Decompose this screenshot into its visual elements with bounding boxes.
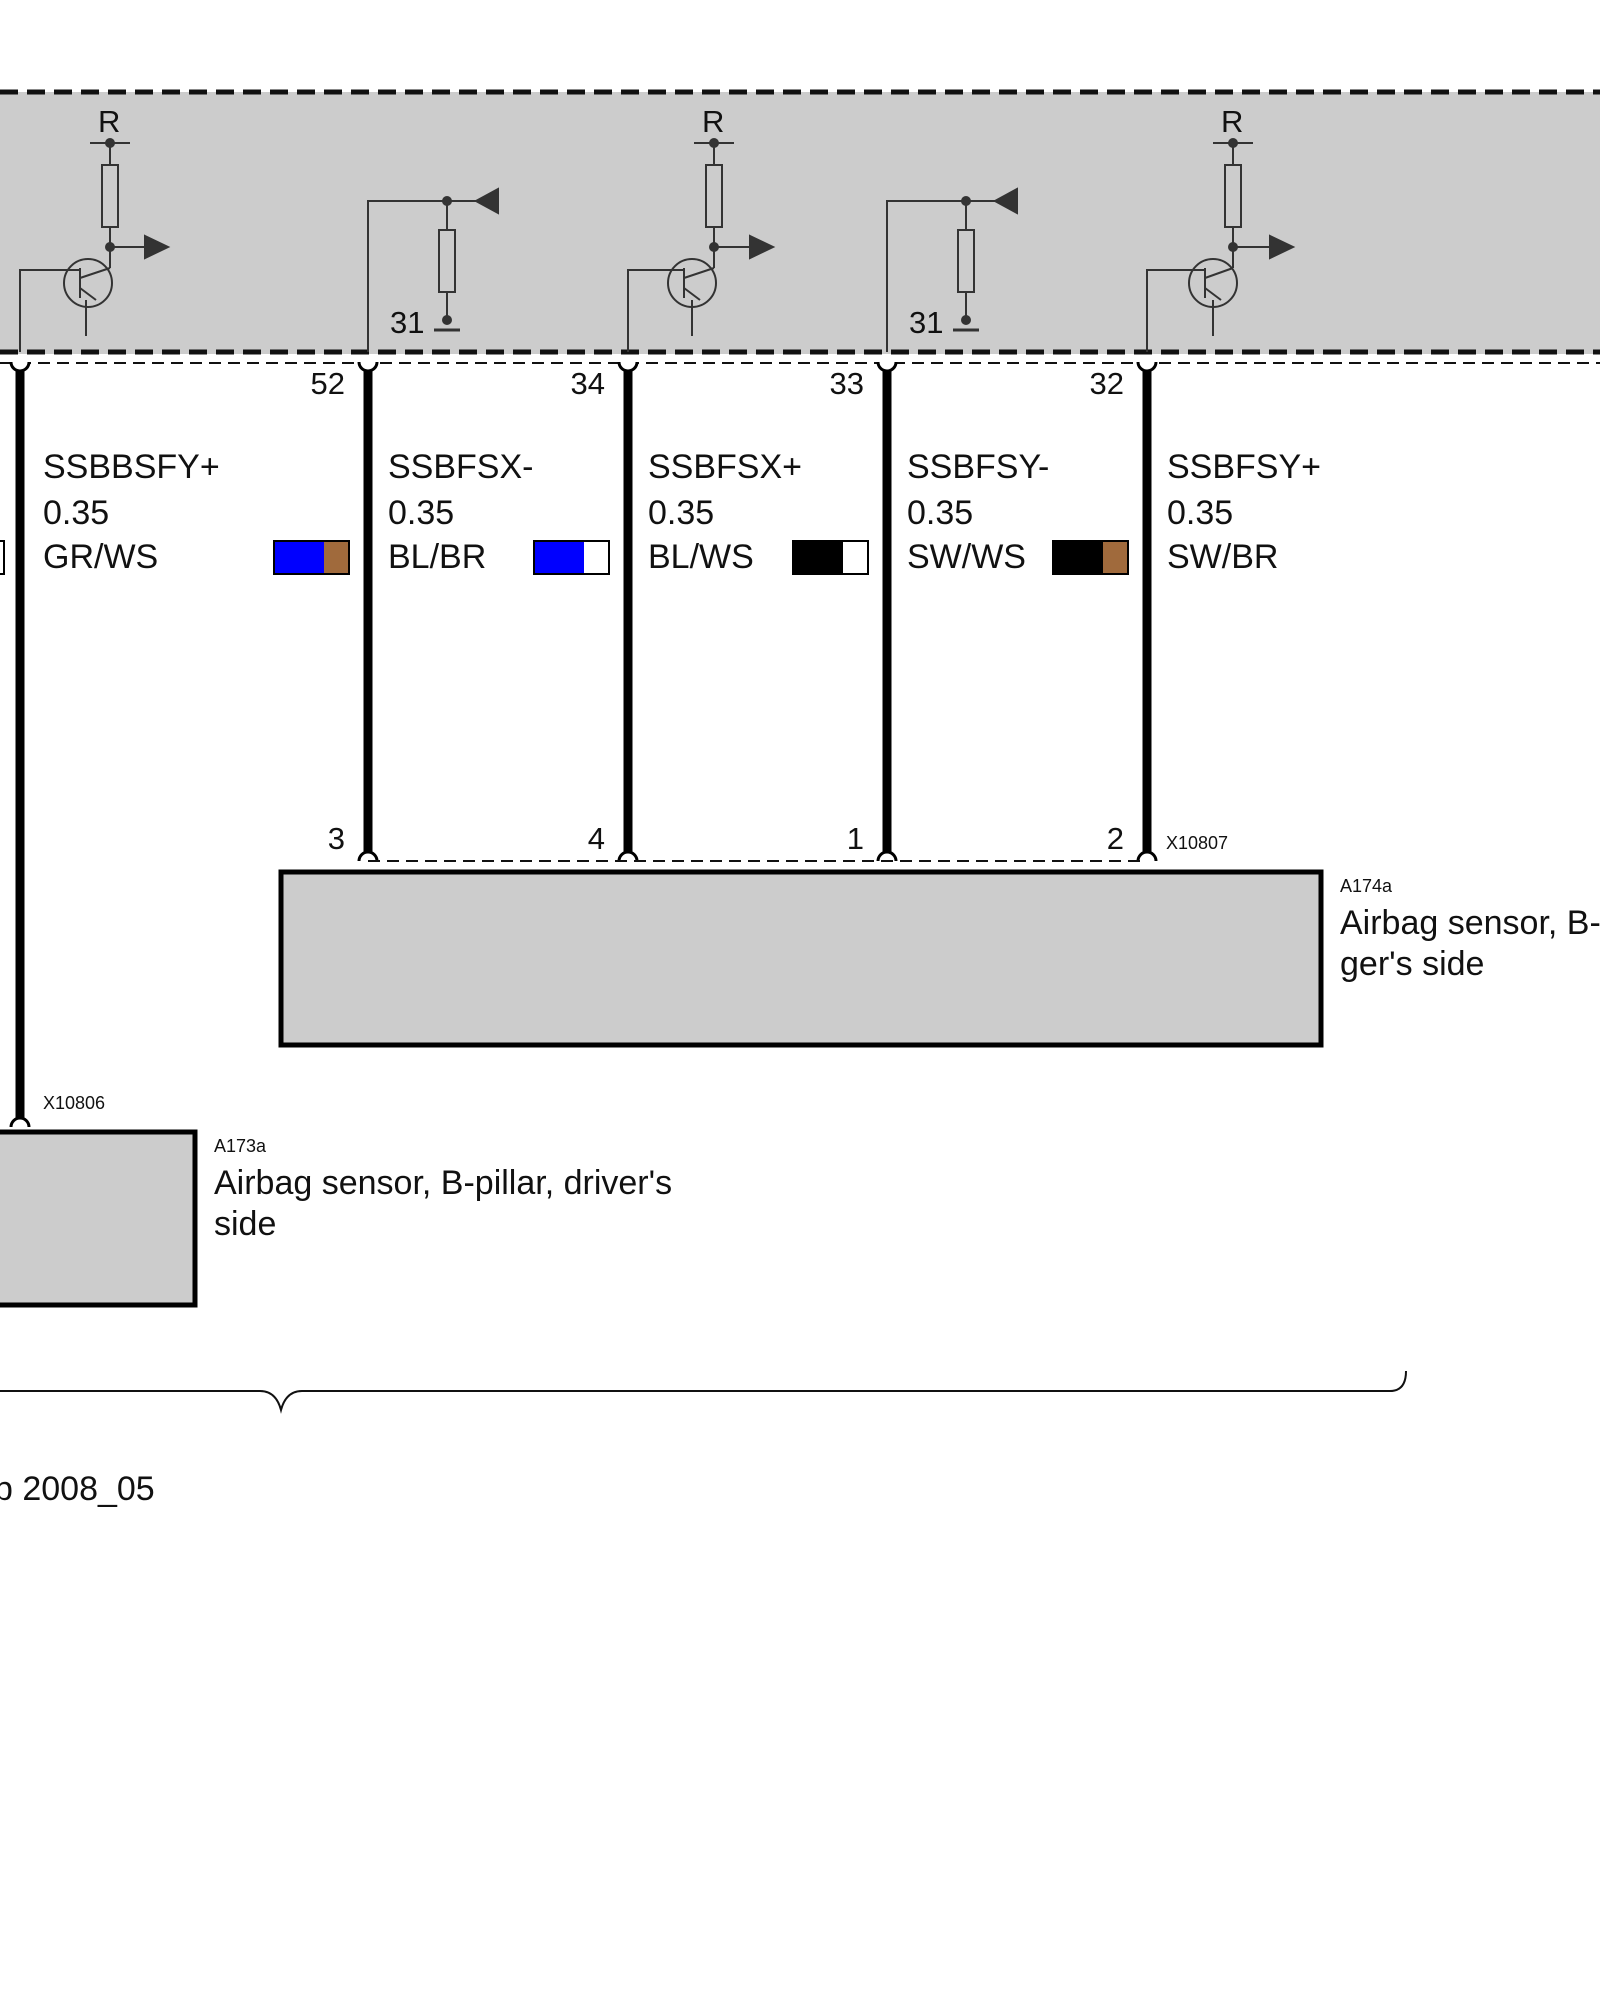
pin-cup-icon [357, 850, 379, 862]
input-arrow-icon [473, 187, 499, 215]
ground-label: 31 [909, 305, 943, 340]
sensor-body[interactable] [0, 1129, 198, 1308]
pin-cup-icon [9, 361, 31, 373]
component-id: A173a [214, 1136, 267, 1156]
control-unit [0, 89, 1600, 364]
output-arrow-icon [144, 234, 171, 260]
control-unit-body [0, 92, 1600, 354]
sensor-body[interactable] [278, 869, 1324, 1048]
sensor-a174a: 3 4 1 2 X10807 A174a Airbag sensor, B- g… [278, 821, 1600, 1048]
component-name: side [214, 1205, 276, 1243]
transistor-collector [1204, 267, 1234, 279]
pin-cup-icon [9, 1116, 31, 1128]
wire-color-code: BL/BR [388, 538, 486, 576]
sensor-pin-number: 3 [328, 821, 345, 856]
color-swatch-stripe [843, 541, 868, 574]
transistor-symbol [63, 258, 113, 308]
wire-color-code: GR/WS [43, 538, 158, 576]
pin-cup-icon [876, 850, 898, 862]
transistor-collector [79, 267, 111, 279]
signal-name: SSBFSY+ [1167, 448, 1321, 486]
wire-color-code: SW/WS [907, 538, 1026, 576]
color-swatch-main [793, 541, 843, 574]
connector-id: X10807 [1166, 833, 1228, 853]
wire-label-3: SSBFSY- 0.35 SW/WS [792, 448, 1049, 576]
wire-color-code: BL/WS [648, 538, 754, 576]
ground-circuit-2: 31 [886, 187, 1018, 352]
signal-name: SSBFSY- [907, 448, 1049, 486]
pin-cup-icon [1136, 361, 1158, 373]
pin-number: 33 [830, 366, 864, 401]
wire-size: 0.35 [907, 494, 973, 532]
wire-size: 0.35 [1167, 494, 1233, 532]
color-swatch-main [274, 541, 324, 574]
wire-color-code: SW/BR [1167, 538, 1278, 576]
grouping-brace [0, 1370, 1407, 1414]
pin-cup-icon [1136, 850, 1158, 862]
wire-harness [9, 361, 1158, 1128]
sensor-a173a: X10806 A173a Airbag sensor, B-pillar, dr… [0, 1093, 672, 1308]
ground-label: 31 [390, 305, 424, 340]
color-swatch-main [1053, 541, 1103, 574]
pin-number: 52 [311, 366, 345, 401]
color-swatch-border [792, 540, 869, 575]
color-swatch-stripe [324, 541, 349, 574]
node-dot [442, 315, 452, 325]
node-dot [961, 315, 971, 325]
base-wire [19, 269, 80, 352]
pin-cup-icon [876, 361, 898, 373]
wire-label-0: SSBBSFY+ 0.35 GR/WS [0, 448, 220, 576]
wire-label-1: SSBFSX- 0.35 BL/BR [273, 448, 533, 576]
sensor-pin-number: 4 [588, 821, 605, 856]
sensor-pin-number: 1 [847, 821, 864, 856]
transistor-collector [683, 267, 715, 279]
output-arrow-icon [749, 234, 776, 260]
pin-cup-icon [617, 850, 639, 862]
component-name: ger's side [1340, 945, 1484, 983]
input-wire [367, 200, 476, 352]
output-arrow-icon [1269, 234, 1296, 260]
base-wire [1146, 269, 1205, 352]
sensor-pin-number: 2 [1107, 821, 1124, 856]
color-swatch-main [534, 541, 584, 574]
wire-label-4: SSBFSY+ 0.35 SW/BR [1052, 448, 1321, 576]
color-swatch-border [273, 540, 350, 575]
wire-size: 0.35 [388, 494, 454, 532]
component-name: Airbag sensor, B- [1340, 904, 1600, 942]
color-swatch-stripe [584, 541, 609, 574]
color-swatch-border [1052, 540, 1129, 575]
wire-size: 0.35 [43, 494, 109, 532]
transistor-emitter [79, 287, 97, 301]
transistor-emitter [683, 287, 701, 301]
component-id: A174a [1340, 876, 1393, 896]
transistor-label: R [702, 104, 724, 139]
signal-name: SSBFSX- [388, 448, 533, 486]
pin-number: 32 [1090, 366, 1124, 401]
color-swatch-stripe [1103, 541, 1128, 574]
control-unit-pins: 52 34 33 32 [311, 366, 1124, 401]
input-arrow-icon [992, 187, 1018, 215]
pin-cup-icon [617, 361, 639, 373]
component-name: Airbag sensor, B-pillar, driver's [214, 1164, 672, 1202]
transistor-label: R [98, 104, 120, 139]
connector-id: X10806 [43, 1093, 105, 1113]
ground-circuit-1: 31 [367, 187, 499, 352]
transistor-circuit-3: R [1146, 104, 1296, 352]
color-swatch-border [533, 540, 610, 575]
transistor-label: R [1221, 104, 1243, 139]
color-swatch-partial [0, 540, 5, 575]
signal-name: SSBFSX+ [648, 448, 802, 486]
date-label: b 2008_05 [0, 1470, 155, 1508]
pin-cup-icon [357, 361, 379, 373]
transistor-circuit-1: R [19, 104, 171, 352]
transistor-emitter [1204, 287, 1222, 301]
base-wire [627, 269, 684, 352]
transistor-circuit-2: R [627, 104, 776, 352]
wire-label-2: SSBFSX+ 0.35 BL/WS [533, 448, 802, 576]
input-wire [886, 200, 995, 352]
wire-size: 0.35 [648, 494, 714, 532]
signal-name: SSBBSFY+ [43, 448, 220, 486]
pin-number: 34 [571, 366, 605, 401]
